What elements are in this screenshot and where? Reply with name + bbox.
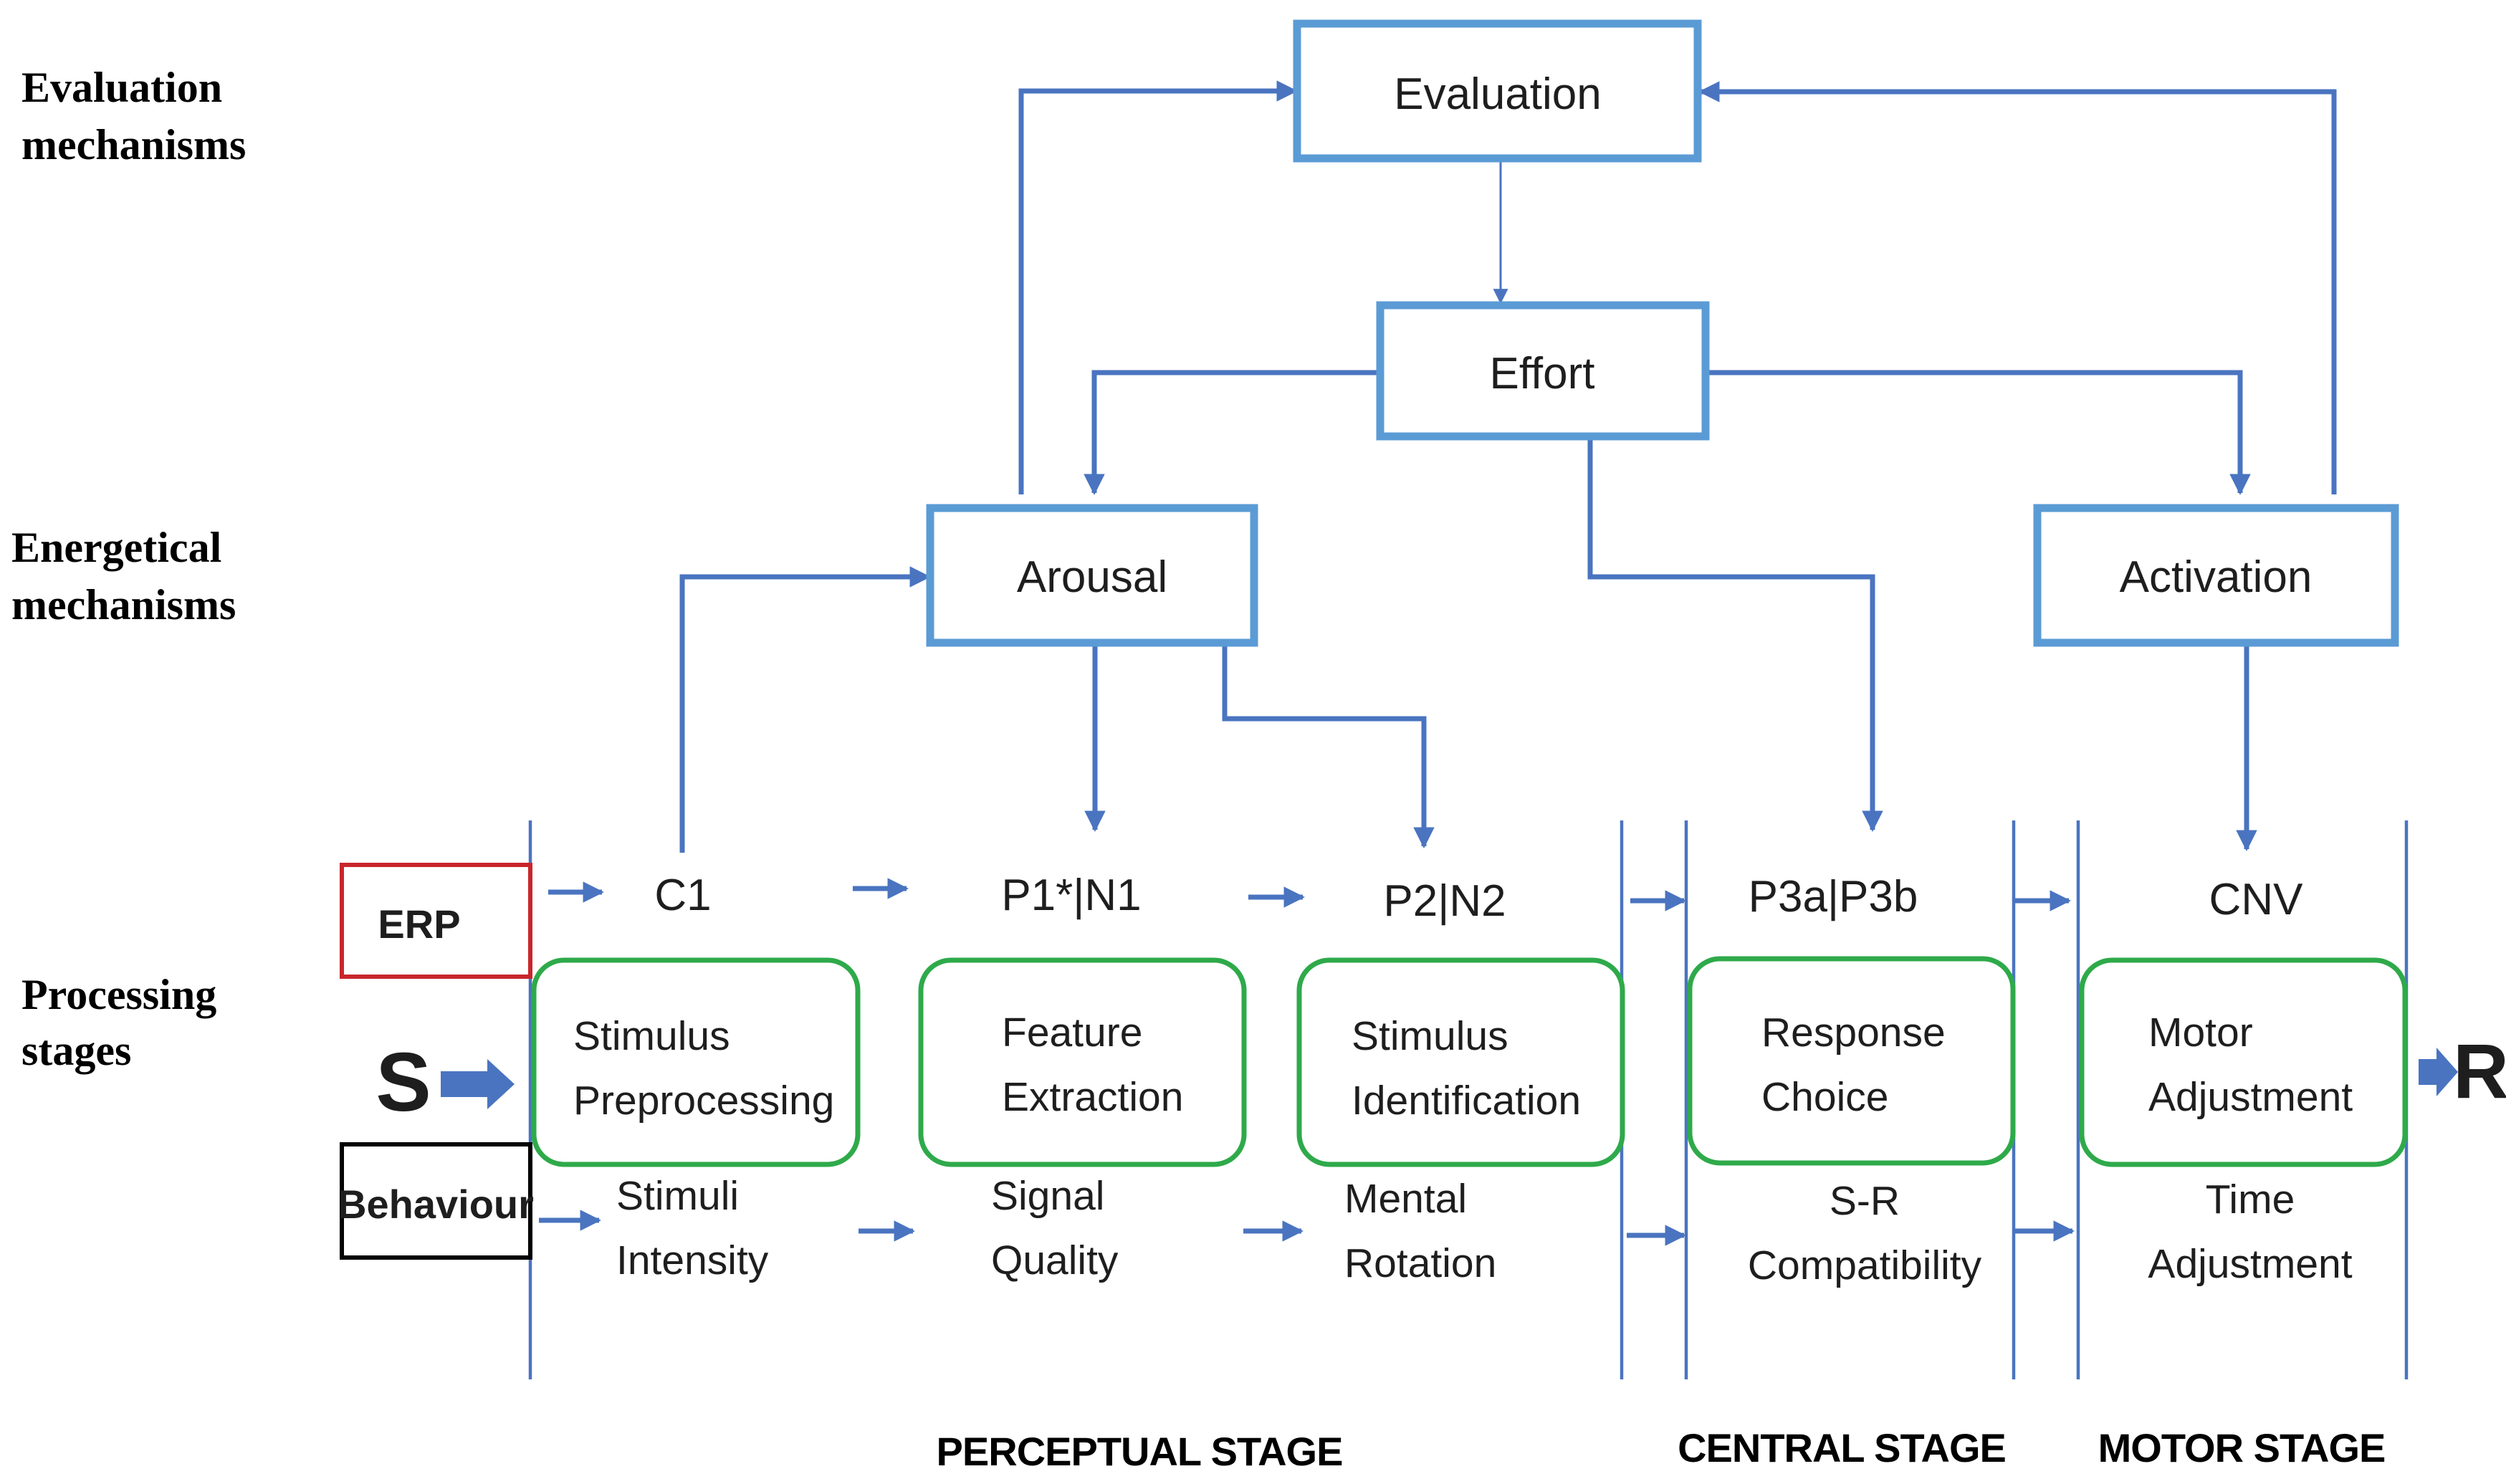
arrow-arousal-to-p2 xyxy=(1222,645,1435,848)
stage-label-line1: Stimulus xyxy=(573,1013,730,1059)
stage-box-feature-extraction: Feature Extraction xyxy=(918,957,1247,1167)
activation-box: Activation xyxy=(2033,504,2399,647)
stage-group-motor: MOTOR STAGE xyxy=(2098,1425,2386,1470)
effort-box: Effort xyxy=(1376,301,1710,441)
arrow-effort-to-arousal xyxy=(1084,370,1380,495)
behaviour-factor-line2: Compatibility xyxy=(1748,1243,1982,1288)
arrow-activation-to-evaluation xyxy=(1698,81,2337,494)
erp-legend-box: ERP xyxy=(340,863,532,979)
behaviour-factor-line2: Quality xyxy=(991,1238,1119,1283)
evaluation-label: Evaluation xyxy=(1394,70,1602,119)
erp-component-p3a-p3b: P3a|P3b xyxy=(1749,872,1918,921)
behaviour-factor-line2: Rotation xyxy=(1344,1240,1496,1286)
side-label-energetical-line1: Energetical xyxy=(11,524,221,571)
stage-label-line2: Adjustment xyxy=(2148,1074,2353,1120)
erp-component-cnv: CNV xyxy=(2209,875,2304,924)
erp-components: C1 P1*|N1 P2|N2 P3a|P3b CNV xyxy=(654,871,2303,926)
arousal-box: Arousal xyxy=(926,504,1258,647)
stage-group-perceptual: PERCEPTUAL STAGE xyxy=(937,1429,1343,1474)
stimulus-symbol: S xyxy=(376,1035,431,1129)
activation-label: Activation xyxy=(2120,552,2313,602)
side-label-evaluation-line2: mechanisms xyxy=(21,121,246,168)
stage-label-line2: Identification xyxy=(1352,1078,1581,1124)
behaviour-factor-line1: Stimuli xyxy=(616,1173,739,1219)
behaviour-factor-sr-compatibility: S-R Compatibility xyxy=(1748,1178,1982,1288)
erp-component-p1-n1: P1*|N1 xyxy=(1001,871,1141,920)
side-label-processing: Processing stages xyxy=(21,971,216,1074)
behaviour-factor-line1: Time xyxy=(2206,1177,2295,1222)
arrow-arousal-to-evaluation xyxy=(1018,80,1298,494)
stage-box-stimulus-preprocessing: Stimulus Preprocessing xyxy=(531,957,861,1167)
response-arrow-icon xyxy=(2419,1048,2458,1096)
stage-label-line1: Stimulus xyxy=(1352,1013,1508,1059)
behaviour-factor-time-adjustment: Time Adjustment xyxy=(2148,1177,2352,1287)
behaviour-factor-signal-quality: Signal Quality xyxy=(991,1173,1119,1283)
stage-label-line1: Motor xyxy=(2148,1010,2253,1055)
behaviour-legend-box: Behaviour xyxy=(338,1142,534,1260)
arrow-c1-to-arousal xyxy=(679,566,931,853)
side-label-processing-line2: stages xyxy=(21,1027,131,1074)
behaviour-factor-line2: Adjustment xyxy=(2148,1241,2352,1287)
behaviour-factor-line1: Mental xyxy=(1344,1176,1467,1222)
side-label-energetical-line2: mechanisms xyxy=(11,581,236,628)
stage-group-central: CENTRAL STAGE xyxy=(1678,1425,2006,1470)
stage-label-line2: Preprocessing xyxy=(573,1078,834,1124)
stimulus-arrow-icon xyxy=(441,1059,515,1109)
behaviour-factor-line1: S-R xyxy=(1830,1178,1900,1224)
behaviour-factor-stimuli-intensity: Stimuli Intensity xyxy=(616,1173,769,1283)
behaviour-label: Behaviour xyxy=(338,1182,534,1227)
evaluation-box: Evaluation xyxy=(1293,19,1702,163)
stage-box-motor-adjustment: Motor Adjustment xyxy=(2079,957,2408,1167)
stage-box-stimulus-identification: Stimulus Identification xyxy=(1296,957,1625,1167)
stage-label-line1: Response xyxy=(1761,1010,1946,1055)
side-label-evaluation: Evaluation mechanisms xyxy=(21,64,246,168)
arousal-label: Arousal xyxy=(1017,552,1167,602)
side-label-processing-line1: Processing xyxy=(21,971,216,1018)
side-label-evaluation-line1: Evaluation xyxy=(21,64,222,111)
effort-label: Effort xyxy=(1489,349,1594,398)
stage-label-line2: Choice xyxy=(1761,1074,1888,1120)
behaviour-factor-mental-rotation: Mental Rotation xyxy=(1344,1176,1496,1286)
side-label-energetical: Energetical mechanisms xyxy=(11,524,236,628)
response-symbol: R xyxy=(2453,1028,2506,1114)
erp-component-p2-n2: P2|N2 xyxy=(1383,876,1506,926)
behaviour-factor-line1: Signal xyxy=(991,1173,1104,1219)
arrow-effort-to-activation xyxy=(1708,370,2251,495)
flow-arrows xyxy=(539,878,2075,1246)
behaviour-factor-line2: Intensity xyxy=(616,1238,769,1283)
stage-label-line1: Feature xyxy=(1002,1010,1142,1055)
erp-label: ERP xyxy=(378,901,460,947)
erp-component-c1: C1 xyxy=(654,871,711,920)
stage-box-response-choice: Response Choice xyxy=(1687,956,2016,1166)
connector-lines xyxy=(679,80,2337,853)
stage-label-line2: Extraction xyxy=(1002,1074,1183,1120)
arrow-effort-to-p3 xyxy=(1587,439,1883,832)
